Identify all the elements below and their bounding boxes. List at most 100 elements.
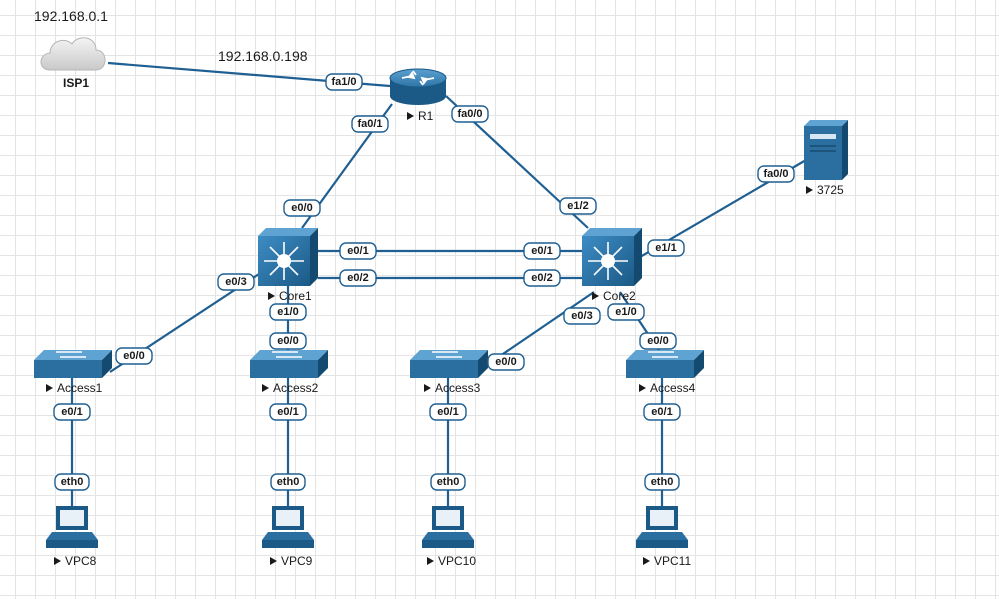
- port-label-r1-fa00: fa0/0: [451, 105, 489, 123]
- node-label-access3: Access3: [435, 381, 481, 395]
- node-label-vpc8: VPC8: [65, 554, 97, 568]
- node-label-vpc10: VPC10: [438, 554, 476, 568]
- port-label-core2-e03: e0/3: [563, 307, 601, 325]
- port-label-vpc10-eth0: eth0: [430, 473, 466, 491]
- access1-switch-icon[interactable]: [34, 350, 112, 378]
- node-label-vpc8-group: VPC8: [54, 554, 97, 568]
- node-label-server-group: 3725: [806, 183, 844, 197]
- port-label-access4-e00: e0/0: [639, 332, 677, 350]
- node-label-vpc11-group: VPC11: [643, 554, 691, 568]
- port-label-core1-e03: e0/3: [217, 273, 255, 291]
- svg-text:fa0/0: fa0/0: [763, 168, 788, 180]
- access2-switch-icon[interactable]: [250, 350, 328, 378]
- port-label-access1-e01: e0/1: [53, 403, 91, 421]
- port-label-core2-e11: e1/1: [647, 239, 685, 257]
- play-icon: [268, 292, 275, 300]
- svg-text:e0/3: e0/3: [225, 276, 246, 288]
- svg-text:e0/1: e0/1: [277, 406, 298, 418]
- svg-text:e0/1: e0/1: [347, 245, 368, 257]
- node-label-vpc9: VPC9: [281, 554, 313, 568]
- links: [70, 61, 807, 506]
- port-label-access2-e01: e0/1: [269, 403, 307, 421]
- svg-text:e0/0: e0/0: [647, 335, 668, 347]
- svg-text:fa0/0: fa0/0: [457, 108, 482, 120]
- port-label-access1-e00: e0/0: [115, 347, 153, 365]
- port-label-core2-e10: e1/0: [607, 303, 645, 321]
- node-label-core2-group: Core2: [592, 289, 636, 303]
- svg-text:e0/1: e0/1: [531, 245, 552, 257]
- node-label-access4-group: Access4: [639, 381, 696, 395]
- port-label-core1-e00: e0/0: [283, 199, 321, 217]
- svg-text:fa1/0: fa1/0: [331, 76, 356, 88]
- port-label-vpc8-eth0: eth0: [54, 473, 90, 491]
- node-label-core1: Core1: [279, 289, 312, 303]
- node-label-core1-group: Core1: [268, 289, 312, 303]
- r1-router-icon[interactable]: [389, 68, 447, 105]
- node-label-r1-group: R1: [407, 109, 434, 123]
- svg-text:e0/2: e0/2: [347, 272, 368, 284]
- port-label-r1-fa10: fa1/0: [325, 73, 363, 91]
- svg-text:e0/0: e0/0: [495, 356, 516, 368]
- port-label-access2-e00: e0/0: [269, 332, 307, 350]
- svg-text:e1/0: e1/0: [615, 306, 636, 318]
- vpc9-pc-icon[interactable]: [262, 506, 314, 548]
- node-label-access2-group: Access2: [262, 381, 319, 395]
- access3-switch-icon[interactable]: [410, 350, 488, 378]
- play-icon: [407, 112, 414, 120]
- vpc10-pc-icon[interactable]: [422, 506, 474, 548]
- play-icon: [643, 557, 650, 565]
- core2-switch-icon[interactable]: [582, 228, 642, 286]
- isp1-cloud-icon[interactable]: [40, 37, 106, 71]
- port-label-core2-e12: e1/2: [559, 197, 597, 215]
- port-label-core1-e02: e0/2: [339, 269, 377, 287]
- node-label-access3-group: Access3: [424, 381, 481, 395]
- port-label-r1-fa01: fa0/1: [351, 115, 389, 133]
- play-icon: [46, 384, 53, 392]
- server-icon[interactable]: [804, 120, 848, 180]
- play-icon: [262, 384, 269, 392]
- port-label-vpc11-eth0: eth0: [644, 473, 680, 491]
- svg-text:eth0: eth0: [437, 476, 460, 488]
- svg-text:e0/3: e0/3: [571, 310, 592, 322]
- svg-text:eth0: eth0: [277, 476, 300, 488]
- node-label-access2: Access2: [273, 381, 319, 395]
- play-icon: [639, 384, 646, 392]
- core1-switch-icon[interactable]: [258, 228, 318, 286]
- svg-text:eth0: eth0: [651, 476, 674, 488]
- play-icon: [427, 557, 434, 565]
- vpc11-pc-icon[interactable]: [636, 506, 688, 548]
- node-label-isp1: ISP1: [63, 76, 89, 90]
- svg-text:e0/0: e0/0: [277, 335, 298, 347]
- svg-text:e1/1: e1/1: [655, 242, 676, 254]
- node-label-vpc9-group: VPC9: [270, 554, 313, 568]
- port-label-access3-e00: e0/0: [487, 353, 525, 371]
- access4-switch-icon[interactable]: [626, 350, 704, 378]
- node-label-access1: Access1: [57, 381, 103, 395]
- port-label-core1-e10: e1/0: [269, 303, 307, 321]
- port-label-access4-e01: e0/1: [643, 403, 681, 421]
- play-icon: [54, 557, 61, 565]
- node-label-r1: R1: [418, 109, 434, 123]
- svg-text:e0/2: e0/2: [531, 272, 552, 284]
- svg-text:e1/2: e1/2: [567, 200, 588, 212]
- r1-wan-ip-annotation: 192.168.0.198: [218, 48, 308, 64]
- port-labels: fa1/0 fa0/1 fa0/0 e0/0 e0/1 e0/2 e0/3 e1…: [53, 73, 795, 491]
- svg-text:e0/1: e0/1: [437, 406, 458, 418]
- vpc8-pc-icon[interactable]: [46, 506, 98, 548]
- play-icon: [592, 292, 599, 300]
- svg-text:fa0/1: fa0/1: [357, 118, 382, 130]
- port-label-access3-e01: e0/1: [429, 403, 467, 421]
- svg-text:e1/0: e1/0: [277, 306, 298, 318]
- node-label-vpc11: VPC11: [654, 554, 691, 568]
- svg-text:e0/0: e0/0: [291, 202, 312, 214]
- node-label-core2: Core2: [603, 289, 636, 303]
- isp-ip-annotation: 192.168.0.1: [34, 8, 108, 24]
- node-label-access1-group: Access1: [46, 381, 103, 395]
- node-label-server: 3725: [817, 183, 844, 197]
- svg-text:eth0: eth0: [61, 476, 84, 488]
- port-label-core2-e01: e0/1: [523, 242, 561, 260]
- play-icon: [270, 557, 277, 565]
- port-label-core1-e01: e0/1: [339, 242, 377, 260]
- node-label-access4: Access4: [650, 381, 696, 395]
